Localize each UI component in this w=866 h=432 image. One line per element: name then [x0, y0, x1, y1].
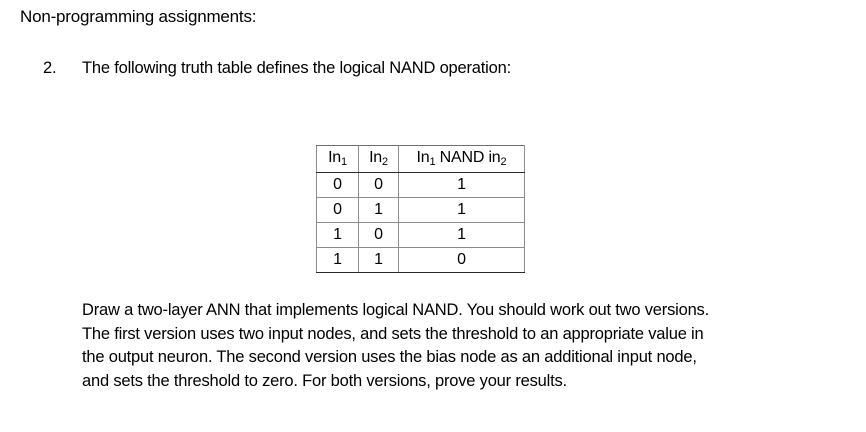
nand-truth-table: In1 In2 In1 NAND in2 0 0 1 0 1 1 1: [316, 145, 525, 273]
question-item-2: 2. The following truth table defines the …: [43, 57, 511, 79]
header-nand-middle: NAND in: [435, 149, 501, 166]
cell-output: 0: [398, 247, 525, 273]
page-title: Non-programming assignments:: [20, 7, 257, 26]
cell-in2: 1: [358, 247, 399, 273]
paragraph-line: The first version uses two input nodes, …: [82, 324, 704, 343]
header-in1-text: In: [328, 149, 342, 166]
header-nand-sub2: 2: [500, 156, 507, 168]
cell-in1: 1: [316, 247, 359, 273]
cell-in1: 1: [316, 222, 359, 248]
instructions-paragraph: Draw a two-layer ANN that implements log…: [82, 299, 822, 393]
column-header-nand: In1 NAND in2: [398, 145, 525, 173]
table-row: 1 0 1: [316, 222, 525, 248]
list-marker: 2.: [43, 59, 57, 77]
cell-in1: 0: [316, 172, 359, 198]
cell-in2: 0: [358, 172, 399, 198]
question-prompt: The following truth table defines the lo…: [82, 59, 511, 77]
table-row: 1 1 0: [316, 247, 525, 273]
cell-in2: 0: [358, 222, 399, 248]
header-nand-prefix: In: [416, 149, 430, 166]
header-in2-subscript: 2: [382, 156, 388, 168]
cell-in2: 1: [358, 197, 399, 223]
table-header-row: In1 In2 In1 NAND in2: [316, 145, 525, 173]
paragraph-line: and sets the threshold to zero. For both…: [82, 371, 567, 390]
header-nand-sub1: 1: [429, 156, 436, 168]
cell-output: 1: [398, 222, 525, 248]
truth-table-container: In1 In2 In1 NAND in2 0 0 1 0 1 1 1: [316, 145, 525, 273]
column-header-in2: In2: [358, 145, 399, 173]
paragraph-line: Draw a two-layer ANN that implements log…: [82, 301, 709, 319]
header-in2-text: In: [369, 149, 383, 166]
table-row: 0 0 1: [316, 172, 525, 198]
paragraph-line: the output neuron. The second version us…: [82, 348, 697, 366]
cell-output: 1: [398, 172, 525, 198]
header-in1-subscript: 1: [341, 156, 347, 168]
column-header-in1: In1: [316, 145, 359, 173]
table-row: 0 1 1: [316, 197, 525, 223]
cell-in1: 0: [316, 197, 359, 223]
cell-output: 1: [398, 197, 525, 223]
